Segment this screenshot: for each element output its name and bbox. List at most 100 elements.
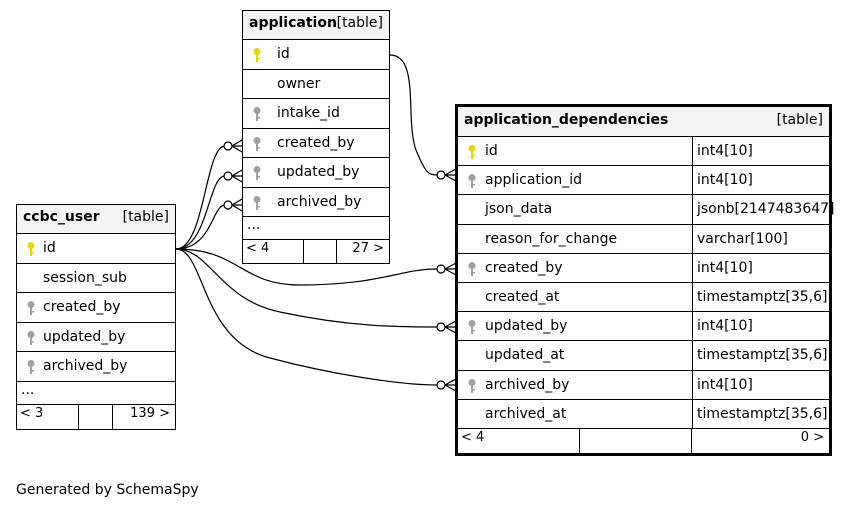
column-type: timestamptz[35,6] — [697, 289, 828, 305]
column-row-id[interactable]: id — [243, 40, 389, 70]
column-row-archived-by[interactable]: archived_by — [243, 188, 389, 217]
footer-cell[interactable]: 0 > — [692, 429, 829, 454]
primary-key-icon — [27, 242, 35, 256]
table-type-tag: [table] — [336, 15, 383, 31]
footer-cell[interactable]: < 4 — [458, 429, 580, 454]
column-name: updated_by — [277, 164, 360, 180]
foreign-key-icon — [468, 378, 476, 393]
column-row-created-by[interactable]: created_by — [243, 129, 389, 158]
children-count[interactable]: 0 > — [800, 430, 824, 445]
column-name: archived_by — [277, 193, 362, 210]
column-name: created_at — [485, 289, 560, 305]
column-row-owner[interactable]: owner — [243, 70, 389, 99]
column-divider — [692, 166, 693, 195]
footer-cell[interactable]: 27 > — [337, 240, 389, 264]
footer-cell[interactable]: < 4 — [243, 240, 304, 264]
children-count[interactable]: 139 > — [130, 405, 170, 421]
primary-key-icon — [468, 145, 476, 159]
column-type: int4[10] — [697, 259, 753, 276]
column-divider — [692, 370, 693, 399]
column-row-session-sub[interactable]: session_sub — [17, 264, 175, 293]
column-row-updated-by[interactable]: updated_by — [243, 158, 389, 188]
column-name: created_by — [277, 134, 355, 151]
column-row-application-id[interactable]: application_id int4[10] — [458, 166, 829, 196]
table-type-tag: [table] — [122, 209, 169, 225]
more-columns-row[interactable]: ... — [243, 217, 389, 240]
table-footer: < 3 139 > — [17, 404, 175, 429]
column-name: id — [485, 143, 498, 159]
column-name: updated_by — [485, 318, 568, 335]
foreign-key-icon — [253, 107, 261, 121]
column-divider — [692, 341, 693, 370]
children-count[interactable]: 27 > — [352, 241, 384, 256]
column-divider — [692, 399, 693, 428]
column-row-updated-at[interactable]: updated_at timestamptz[35,6] — [458, 341, 829, 371]
column-name: session_sub — [43, 269, 127, 286]
column-row-id[interactable]: id — [17, 234, 175, 264]
column-type: int4[10] — [697, 376, 753, 393]
column-row-intake-id[interactable]: intake_id — [243, 99, 389, 129]
more-columns-ellipsis: ... — [247, 217, 261, 233]
marker-dep-application-id — [436, 170, 446, 180]
column-type: timestamptz[35,6] — [697, 347, 828, 364]
column-row-id[interactable]: id int4[10] — [458, 137, 829, 167]
foreign-key-icon — [27, 330, 35, 345]
footer-cell — [79, 404, 113, 429]
footer-cell — [304, 240, 337, 264]
column-name: created_by — [43, 299, 121, 315]
column-name: owner — [277, 75, 321, 92]
foreign-key-icon — [27, 301, 35, 315]
table-name: application_dependencies — [464, 112, 669, 128]
column-divider — [692, 253, 693, 282]
foreign-key-icon — [253, 195, 261, 210]
parents-count[interactable]: < 3 — [20, 405, 44, 421]
column-row-created-by[interactable]: created_by — [17, 293, 175, 323]
table-type-tag: [table] — [776, 112, 823, 128]
more-columns-row[interactable]: ... — [17, 382, 175, 405]
column-divider — [692, 312, 693, 341]
more-columns-ellipsis: ... — [21, 381, 35, 398]
column-name: updated_by — [43, 328, 126, 345]
column-name: intake_id — [277, 105, 340, 121]
foreign-key-icon — [253, 166, 261, 180]
column-type: jsonb[2147483647] — [697, 201, 835, 218]
parents-count[interactable]: < 4 — [246, 241, 270, 256]
edge-user-to-dep-archived-by — [175, 248, 438, 386]
column-divider — [692, 195, 693, 224]
footer-cell — [580, 429, 692, 454]
table-header: application[table] — [243, 11, 389, 40]
table-footer: < 4 27 > — [243, 240, 389, 264]
footer-cell[interactable]: 139 > — [113, 405, 175, 429]
marker-app-created-by — [223, 141, 233, 151]
marker-app-updated-by — [223, 171, 233, 181]
parents-count[interactable]: < 4 — [461, 430, 485, 445]
table-header: ccbc_user[table] — [17, 205, 175, 234]
column-row-updated-by[interactable]: updated_by — [17, 323, 175, 352]
footer-cell[interactable]: < 3 — [17, 404, 79, 429]
column-divider — [692, 224, 693, 253]
edge-app-to-dep-application-id — [389, 54, 438, 176]
column-type: varchar[100] — [697, 230, 788, 247]
generated-by-credit: Generated by SchemaSpy — [16, 482, 199, 498]
edge-user-to-app-updated-by — [175, 175, 226, 250]
column-divider — [692, 283, 693, 312]
column-type: int4[10] — [697, 172, 753, 189]
column-name: application_id — [485, 172, 583, 189]
column-row-archived-by[interactable]: archived_by — [17, 352, 175, 382]
foreign-key-icon — [468, 261, 476, 276]
table-application-dependencies[interactable]: application_dependencies [table] id int4[10… — [455, 104, 835, 456]
column-row-created-at[interactable]: created_at timestamptz[35,6] — [458, 283, 829, 313]
column-name: updated_at — [485, 347, 565, 364]
column-type: int4[10] — [697, 143, 753, 159]
marker-dep-archived-by — [436, 380, 446, 390]
column-divider — [692, 137, 693, 166]
